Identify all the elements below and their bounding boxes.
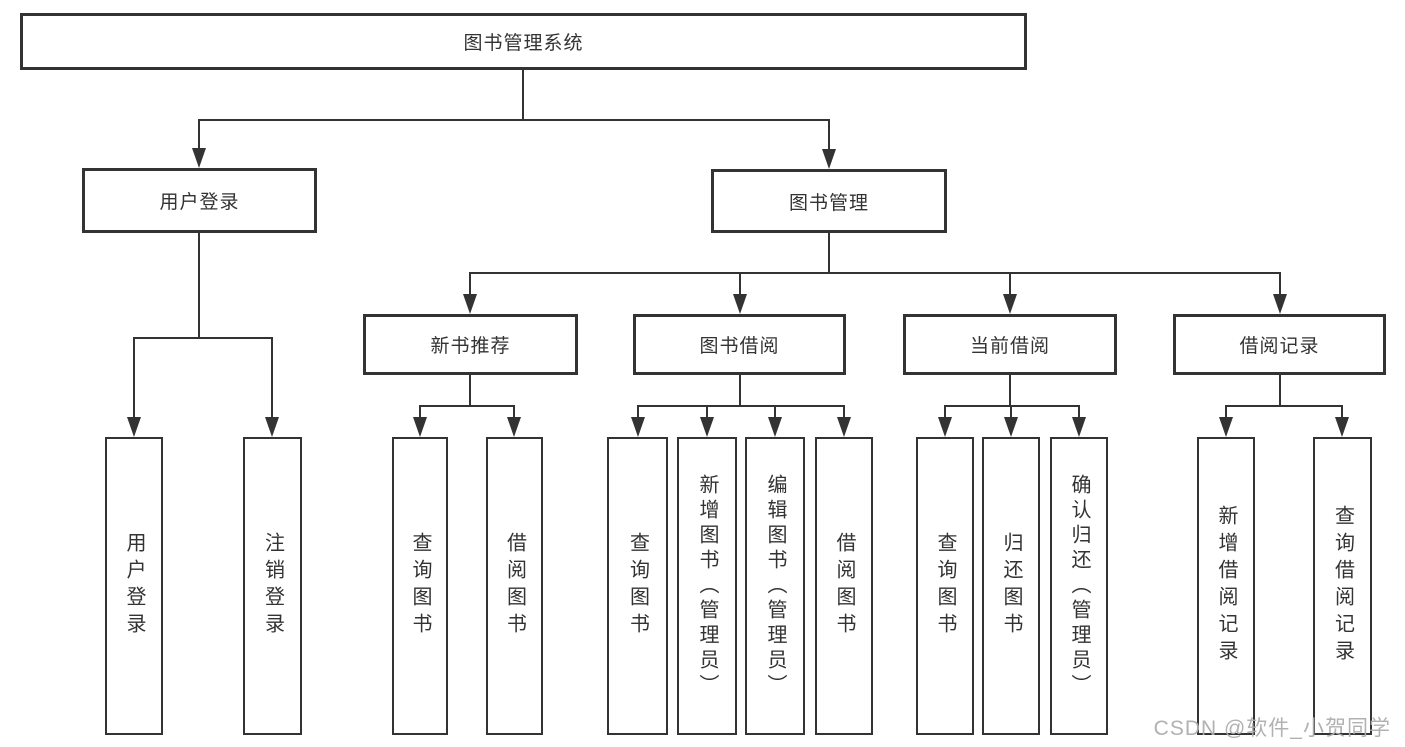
- node-logout-label: 注销登录: [261, 532, 284, 640]
- node-book-borrow-label: 图书借阅: [699, 336, 780, 357]
- node-new-book-rec-label: 新书推荐: [430, 336, 511, 357]
- node-nb-borrow-books-label: 借阅图书: [503, 532, 526, 640]
- connector-line: [469, 272, 471, 296]
- connector-line: [133, 337, 135, 419]
- connector-line: [828, 232, 830, 274]
- arrowhead-icon: [822, 149, 836, 169]
- arrowhead-icon: [1004, 417, 1018, 437]
- node-user-login-label: 用户登录: [123, 532, 145, 640]
- connector-line: [739, 374, 741, 407]
- node-cb-confirm-return: 确认归还（管理员）: [1050, 437, 1108, 735]
- node-nb-query-books: 查询图书: [392, 437, 448, 735]
- arrowhead-icon: [938, 417, 952, 437]
- node-nb-query-books-label: 查询图书: [409, 532, 431, 640]
- arrowhead-icon: [413, 417, 427, 437]
- connector-line: [419, 405, 515, 407]
- node-root: 图书管理系统: [20, 13, 1027, 70]
- arrowhead-icon: [768, 417, 782, 437]
- node-cb-return-books-label: 归还图书: [1000, 532, 1022, 640]
- node-bb-borrow-books-label: 借阅图书: [833, 532, 855, 640]
- node-book-borrow: 图书借阅: [633, 314, 846, 375]
- arrowhead-icon: [192, 148, 206, 168]
- node-new-book-rec: 新书推荐: [363, 314, 578, 375]
- node-current-borrow-label: 当前借阅: [969, 336, 1050, 357]
- node-bb-query-books-label: 查询图书: [626, 532, 649, 640]
- arrowhead-icon: [265, 417, 279, 437]
- node-borrow-records: 借阅记录: [1173, 314, 1386, 375]
- arrowhead-icon: [837, 417, 851, 437]
- connector-line: [1341, 405, 1343, 419]
- connector-line: [1225, 405, 1227, 419]
- watermark: CSDN @软件_小贺同学: [1153, 717, 1391, 740]
- node-br-add-record: 新增借阅记录: [1197, 437, 1255, 735]
- connector-line: [513, 405, 515, 419]
- connector-line: [469, 374, 471, 407]
- arrowhead-icon: [463, 294, 477, 314]
- connector-line: [419, 405, 421, 419]
- connector-line: [843, 405, 845, 419]
- node-nb-borrow-books: 借阅图书: [486, 437, 543, 735]
- node-bb-add-books: 新增图书（管理员）: [677, 437, 737, 735]
- node-bb-add-books-label: 新增图书（管理员）: [696, 473, 718, 699]
- node-user-login: 用户登录: [105, 437, 163, 735]
- connector-line: [944, 405, 1080, 407]
- connector-line: [1225, 405, 1343, 407]
- node-cb-query-books-label: 查询图书: [934, 532, 956, 640]
- connector-line: [828, 119, 830, 151]
- connector-line: [1009, 272, 1011, 296]
- node-book-mgmt-label: 图书管理: [788, 192, 869, 214]
- connector-line: [1279, 272, 1281, 296]
- arrowhead-icon: [127, 417, 141, 437]
- arrowhead-icon: [1273, 294, 1287, 314]
- connector-line: [469, 272, 1281, 274]
- node-bb-borrow-books: 借阅图书: [815, 437, 873, 735]
- connector-line: [198, 119, 830, 121]
- connector-line: [637, 405, 845, 407]
- node-root-label: 图书管理系统: [463, 33, 584, 54]
- node-user-login-group: 用户登录: [82, 168, 317, 233]
- node-bb-edit-books-label: 编辑图书（管理员）: [764, 473, 786, 699]
- connector-line: [133, 337, 273, 339]
- connector-line: [271, 337, 273, 419]
- connector-line: [522, 69, 524, 120]
- arrowhead-icon: [1335, 417, 1349, 437]
- node-cb-query-books: 查询图书: [916, 437, 974, 735]
- connector-line: [198, 233, 200, 339]
- connector-line: [637, 405, 639, 419]
- connector-line: [198, 119, 200, 150]
- connector-line: [1078, 405, 1080, 419]
- node-current-borrow: 当前借阅: [903, 314, 1117, 375]
- connector-line: [774, 405, 776, 419]
- arrowhead-icon: [1072, 417, 1086, 437]
- node-bb-query-books: 查询图书: [607, 437, 668, 735]
- node-br-add-record-label: 新增借阅记录: [1215, 505, 1237, 667]
- arrowhead-icon: [631, 417, 645, 437]
- node-user-login-group-label: 用户登录: [159, 192, 240, 213]
- node-book-mgmt: 图书管理: [711, 169, 947, 233]
- node-bb-edit-books: 编辑图书（管理员）: [745, 437, 805, 735]
- arrowhead-icon: [1003, 294, 1017, 314]
- connector-line: [1009, 374, 1011, 407]
- node-cb-return-books: 归还图书: [982, 437, 1040, 735]
- connector-line: [706, 405, 708, 419]
- connector-line: [1279, 374, 1281, 407]
- connector-line: [739, 272, 741, 296]
- node-logout: 注销登录: [243, 437, 302, 735]
- connector-line: [1010, 405, 1012, 419]
- arrowhead-icon: [1219, 417, 1233, 437]
- node-br-query-record-label: 查询借阅记录: [1331, 505, 1354, 667]
- connector-line: [944, 405, 946, 419]
- node-borrow-records-label: 借阅记录: [1239, 336, 1320, 357]
- arrowhead-icon: [700, 417, 714, 437]
- node-cb-confirm-return-label: 确认归还（管理员）: [1068, 473, 1090, 699]
- arrowhead-icon: [507, 417, 521, 437]
- arrowhead-icon: [733, 294, 747, 314]
- node-br-query-record: 查询借阅记录: [1313, 437, 1372, 735]
